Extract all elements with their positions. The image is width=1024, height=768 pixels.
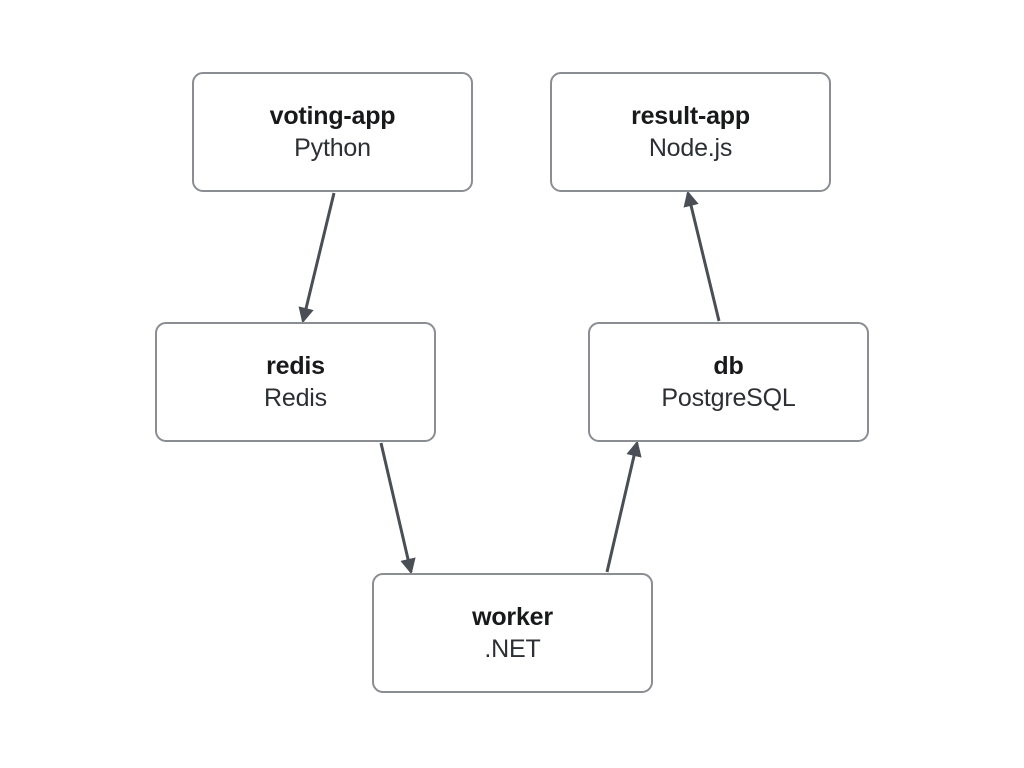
node-title: redis <box>266 352 325 380</box>
node-subtitle: PostgreSQL <box>661 383 796 412</box>
node-title: voting-app <box>269 102 396 130</box>
node-title: result-app <box>631 102 750 130</box>
node-subtitle: Node.js <box>648 133 733 162</box>
edge-voting-app-to-redis <box>298 192 336 324</box>
node-worker[interactable]: worker .NET <box>372 573 653 693</box>
node-subtitle: Python <box>294 133 371 162</box>
node-title: worker <box>472 603 553 631</box>
node-subtitle: Redis <box>264 383 327 412</box>
node-title: db <box>713 352 744 380</box>
edge-db-to-result-app <box>683 190 721 322</box>
edge-worker-to-db <box>605 440 642 573</box>
edge-redis-to-worker <box>379 442 416 575</box>
node-subtitle: .NET <box>484 634 541 663</box>
